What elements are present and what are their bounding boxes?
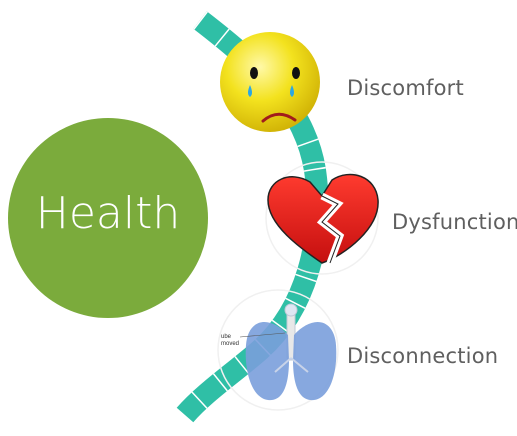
stage-label-disconnection: Disconnection bbox=[347, 344, 498, 368]
stage-label-discomfort: Discomfort bbox=[347, 76, 464, 100]
lungs-annotation-line2: moved bbox=[221, 341, 239, 348]
lungs-annotation: ube moved bbox=[221, 334, 239, 348]
lungs-annotation-line1: ube bbox=[221, 334, 239, 341]
lungs-icon bbox=[240, 304, 336, 400]
stage-label-dysfunction: Dysfunction bbox=[392, 210, 517, 234]
health-label: Health bbox=[18, 188, 198, 239]
sad-face-icon bbox=[220, 32, 320, 132]
